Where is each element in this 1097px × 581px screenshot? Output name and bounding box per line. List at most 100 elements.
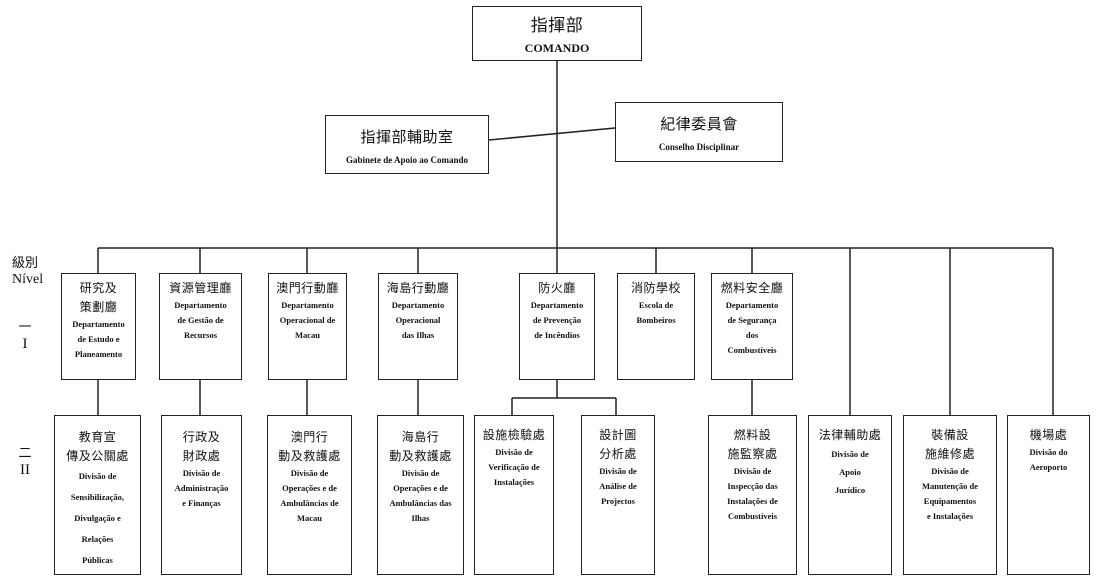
node-zh: 設計圖 [599, 428, 637, 442]
node-conselho-pt: Conselho Disciplinar [658, 142, 740, 152]
node-zh: 動及救護處 [389, 449, 452, 463]
node-zh: 澳門行動廳 [276, 281, 339, 295]
node-zh: 分析處 [599, 447, 637, 461]
node-pt: Instalações [493, 477, 535, 487]
node-pt: Escola de [638, 300, 674, 310]
node-pt: Divulgação e [74, 513, 121, 523]
node-zh: 傳及公關處 [66, 449, 129, 463]
node-zh: 資源管理廳 [169, 281, 232, 295]
node-pt: das Ilhas [401, 330, 435, 340]
level-two-zh: 二 [18, 446, 32, 461]
node-pt: Públicas [82, 555, 113, 565]
node-pt: Operações e de [393, 483, 448, 493]
node-pt: Projectos [601, 496, 635, 506]
node-div-juridico: 法律輔助處 Divisão de Apoio Jurídico [808, 415, 892, 575]
node-div-administracao: 行政及 財政處 Divisão de Administração e Finan… [161, 415, 242, 575]
node-pt: Departamento [174, 300, 227, 310]
node-dept-op-ilhas: 海島行動廳 Departamento Operacional das Ilhas [378, 273, 458, 380]
node-pt: Operacional de [279, 315, 336, 325]
node-pt: Instalações de [727, 496, 778, 506]
node-pt: Operações e de [282, 483, 337, 493]
node-gabinete-zh: 指揮部輔助室 [360, 128, 454, 146]
node-pt: Recursos [183, 330, 218, 340]
node-zh: 教育宣 [78, 430, 117, 444]
node-zh: 法律輔助處 [818, 428, 882, 442]
node-div-aeroporto: 機場處 Divisão do Aeroporto [1007, 415, 1090, 575]
node-command: 指揮部 COMANDO [472, 6, 642, 61]
node-zh: 策劃廳 [79, 300, 118, 314]
node-pt: Divisão de [401, 468, 440, 478]
node-pt: Combustíveis [727, 345, 777, 355]
node-zh: 設施檢驗處 [482, 428, 546, 442]
node-div-op-macau: 澳門行 動及救護處 Divisão de Operações e de Ambu… [267, 415, 352, 575]
node-pt: de Segurança [727, 315, 777, 325]
node-gabinete-pt: Gabinete de Apoio ao Comando [345, 155, 468, 165]
node-pt: Aeroporto [1029, 462, 1068, 472]
node-pt: dos [745, 330, 759, 340]
node-pt: e Finanças [182, 498, 221, 508]
node-pt: Sensibilização, [70, 492, 125, 502]
node-zh: 研究及 [79, 281, 118, 295]
level-label-pt: Nível [12, 272, 44, 287]
node-div-sensibilizacao: 教育宣 傳及公關處 Divisão de Sensibilização, Div… [54, 415, 141, 575]
node-pt: Departamento [391, 300, 445, 310]
node-pt: Ambulâncias de [280, 498, 339, 508]
node-zh: 消防學校 [630, 281, 681, 295]
node-div-inspeccao: 燃料設 施監察處 Divisão de Inspecção das Instal… [708, 415, 797, 575]
node-pt: Ambulâncias das [389, 498, 452, 508]
node-pt: Relações [81, 534, 114, 544]
node-pt: Departamento [281, 300, 334, 310]
node-zh: 防火廳 [538, 281, 576, 295]
node-div-manutencao: 裝備設 施維修處 Divisão de Manutenção de Equipa… [903, 415, 997, 575]
node-dept-combustiveis: 燃料安全廳 Departamento de Segurança dos Comb… [711, 273, 793, 380]
node-pt: de Gestão de [177, 315, 224, 325]
node-zh: 澳門行 [290, 430, 329, 444]
node-zh: 海島行 [401, 430, 440, 444]
node-zh: 行政及 [182, 430, 221, 444]
node-pt: Divisão de [931, 466, 969, 476]
node-div-op-ilhas: 海島行 動及救護處 Divisão de Operações e de Ambu… [377, 415, 464, 575]
node-dept-op-macau: 澳門行動廳 Departamento Operacional de Macau [268, 273, 347, 380]
level-one-roman: I [22, 336, 28, 352]
node-pt: Verificação de [488, 462, 540, 472]
level-one-zh: 一 [18, 320, 32, 335]
node-pt: Divisão de [495, 447, 533, 457]
node-pt: Combustíveis [727, 511, 778, 521]
node-pt: Departamento [725, 300, 779, 310]
node-pt: Inspecção das [727, 481, 778, 491]
node-conselho-zh: 紀律委員會 [660, 115, 738, 133]
node-zh: 財政處 [182, 449, 221, 463]
node-pt: de Prevenção [532, 315, 582, 325]
node-pt: Macau [296, 513, 323, 523]
node-zh: 裝備設 [931, 428, 969, 442]
node-command-zh: 指揮部 [530, 16, 584, 36]
node-pt: Departamento [530, 300, 584, 310]
node-dept-recursos: 資源管理廳 Departamento de Gestão de Recursos [159, 273, 242, 380]
node-pt: Administração [174, 483, 229, 493]
node-pt: Apoio [839, 467, 861, 477]
node-pt: de Estudo e [77, 334, 120, 344]
node-pt: Análise de [599, 481, 637, 491]
node-pt: Divisão de [290, 468, 329, 478]
node-zh: 燃料設 [733, 428, 772, 442]
node-pt: Bombeiros [636, 315, 676, 325]
node-pt: Equipamentos [923, 496, 977, 506]
node-pt: de Incêndios [534, 330, 580, 340]
node-pt: Divisão de [831, 449, 869, 459]
node-div-verificacao: 設施檢驗處 Divisão de Verificação de Instalaç… [474, 415, 554, 575]
node-pt: Divisão de [599, 466, 637, 476]
node-pt: Divisão do [1029, 447, 1068, 457]
node-pt: Divisão de [182, 468, 221, 478]
node-zh: 海島行動廳 [386, 281, 450, 295]
node-command-pt: COMANDO [524, 41, 590, 55]
node-dept-prevencao: 防火廳 Departamento de Prevenção de Incêndi… [519, 273, 595, 380]
node-pt: Jurídico [834, 485, 866, 495]
level-label-zh: 級別 [12, 256, 39, 271]
level-one-label: 一 I [16, 320, 34, 352]
node-zh: 施維修處 [924, 447, 975, 461]
node-pt: Manutenção de [922, 481, 978, 491]
node-zh: 施監察處 [727, 447, 778, 461]
level-two-roman: II [20, 462, 30, 478]
node-zh: 燃料安全廳 [720, 281, 784, 295]
